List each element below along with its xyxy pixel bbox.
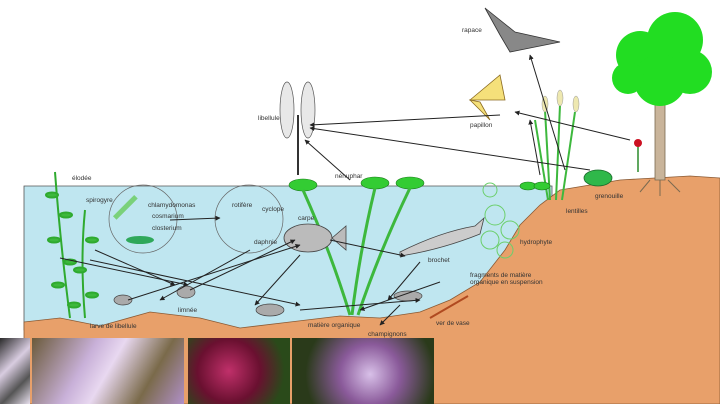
label-libellule: libellule xyxy=(258,115,280,122)
label-cyclope: cyclope xyxy=(262,206,284,213)
photo-orchid-4 xyxy=(292,338,434,404)
label-carpe: carpe xyxy=(298,215,315,222)
label-spirogyre: spirogyre xyxy=(86,197,113,204)
red-flower xyxy=(634,139,642,172)
label-debris-wrap: fragments de matière organique en suspen… xyxy=(470,272,550,294)
label-cosmarium: cosmarium xyxy=(152,213,184,220)
frog xyxy=(584,170,612,186)
photo-orchid-3 xyxy=(188,338,290,404)
label-champignons: champignons xyxy=(368,331,407,338)
label-chlamydomonas: chlamydomonas xyxy=(148,202,196,209)
label-daphnie: daphnie xyxy=(254,239,278,246)
label-elodee: élodée xyxy=(72,175,92,182)
label-hydrophyte: hydrophyte xyxy=(520,239,553,246)
photo-orchid-2 xyxy=(32,338,184,404)
closterium xyxy=(126,236,154,244)
tree xyxy=(612,12,712,196)
raptor xyxy=(485,8,560,52)
label-lentilles: lentilles xyxy=(566,208,588,215)
dragonfly xyxy=(280,82,315,175)
label-brochet: brochet xyxy=(428,257,450,264)
butterfly xyxy=(470,75,505,120)
label-debris: fragments de matière organique en suspen… xyxy=(470,272,550,286)
label-papillon: papillon xyxy=(470,122,493,129)
label-matiere: matière organique xyxy=(308,322,361,329)
label-ver: ver de vase xyxy=(436,320,470,327)
label-nenuphar: nénuphar xyxy=(335,173,363,180)
label-rapace: rapace xyxy=(462,27,482,34)
label-larve: larve de libellule xyxy=(90,323,137,330)
label-closterium: closterium xyxy=(152,225,182,232)
photo-orchid-1 xyxy=(0,338,30,404)
label-grenouille: grenouille xyxy=(595,193,624,200)
label-rotifere: rotifère xyxy=(232,202,253,209)
label-limnee: limnée xyxy=(178,307,198,314)
